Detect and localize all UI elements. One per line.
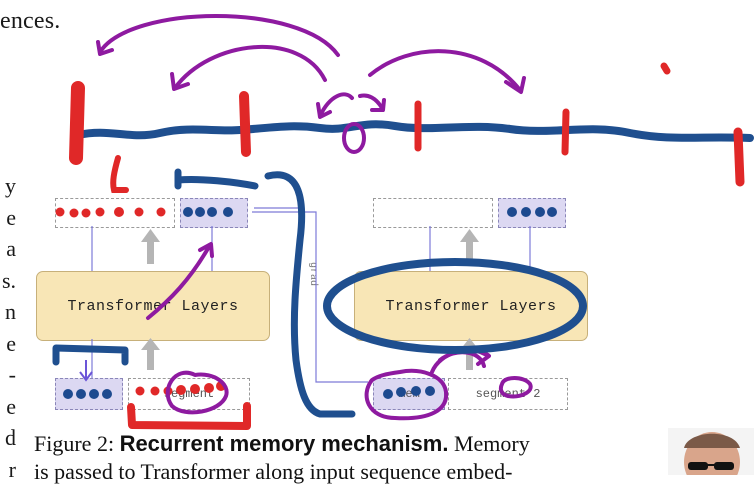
blue-memory-dots (63, 207, 557, 399)
caption-title: Recurrent memory mechanism. (120, 431, 449, 456)
figure-and-annotations (0, 0, 754, 475)
purple-annotations (98, 16, 531, 418)
red-token-dots (56, 207, 227, 396)
figure-caption: Figure 2: Recurrent memory mechanism. Me… (34, 431, 530, 457)
figure-caption-line2: is passed to Transformer along input seq… (34, 459, 512, 485)
caption-suffix: Memory (448, 431, 529, 456)
caption-prefix: Figure 2: (34, 431, 120, 456)
red-segment-bracket (131, 406, 247, 426)
presenter-webcam (668, 428, 754, 475)
memory-flow-lines (92, 208, 530, 382)
blue-timeline-stroke (78, 124, 750, 138)
presenter-face (668, 428, 754, 475)
blue-marker-annotations (56, 172, 583, 414)
